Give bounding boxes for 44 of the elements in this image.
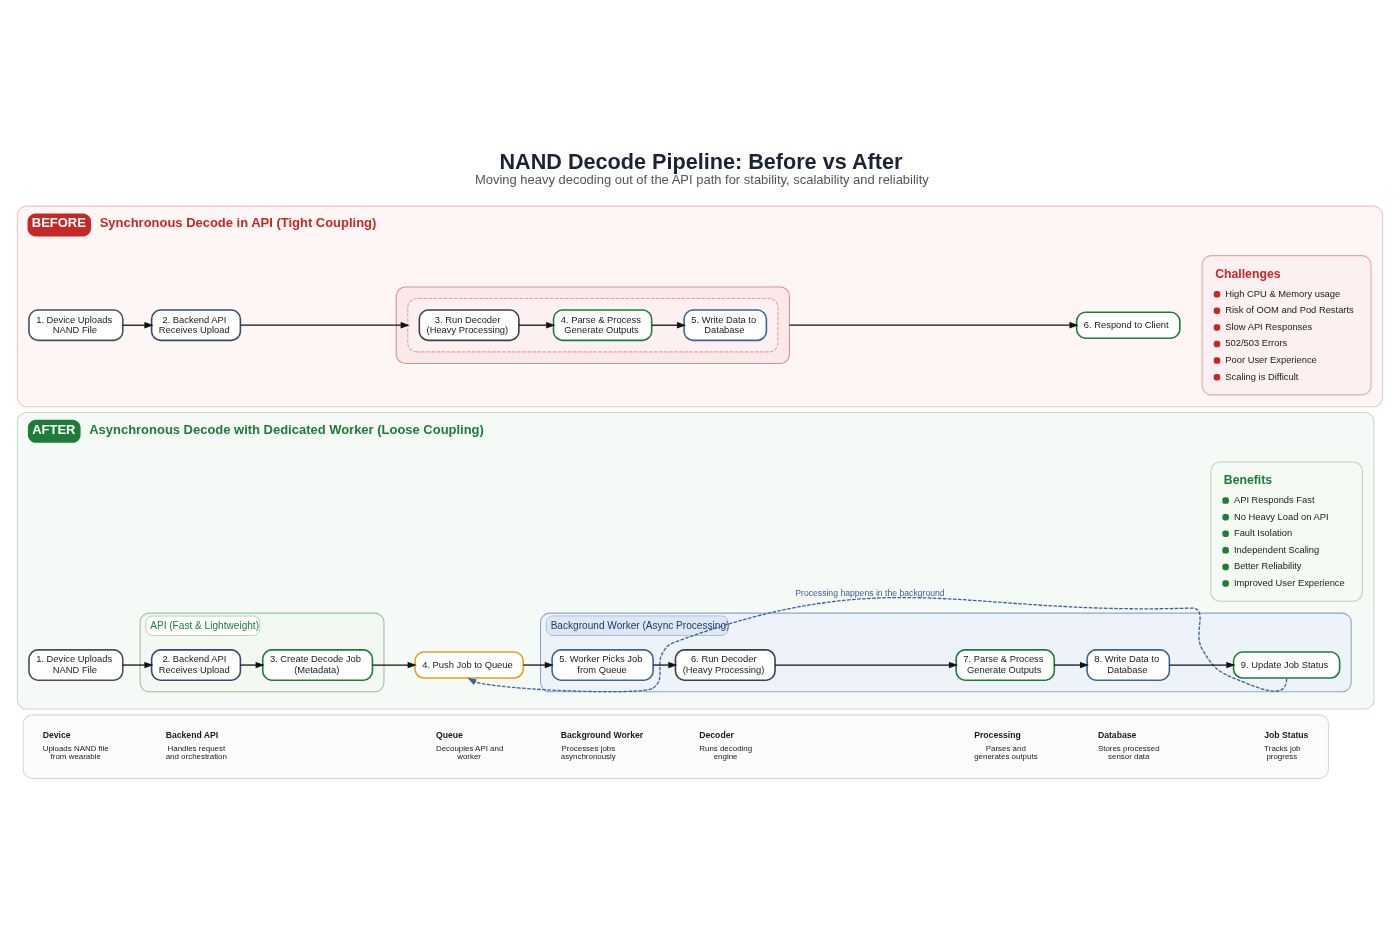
edge-label: Processing happens in the background	[795, 587, 945, 598]
arrow	[467, 596, 1288, 692]
node-box: 5. Worker Picks Job from Queue	[551, 648, 654, 681]
cluster	[395, 285, 790, 364]
node-box: 2. Backend API Receives Upload	[150, 648, 242, 681]
arrow	[1168, 661, 1236, 668]
node-box: Challenges High CPU & Memory usage Risk of OOM and Pod Restarts Slow API Responses 502/503 Errors Poor User Experience Scaling is Difficult	[1201, 254, 1372, 395]
node-text: Processing Parses and generates outputs	[974, 729, 1038, 761]
arrow	[522, 661, 554, 668]
node-box: 5. Write Data to Database	[683, 308, 768, 341]
arrow	[652, 661, 678, 668]
node-box: 6. Respond to Client	[1075, 310, 1181, 339]
arrow	[651, 321, 687, 328]
cluster	[407, 297, 779, 352]
node-text: Job Status Tracks job progress	[1264, 729, 1309, 761]
arrow	[122, 321, 154, 328]
node-box: 4. Push Job to Queue	[414, 650, 524, 679]
arrow	[239, 661, 265, 668]
node-text: Queue Decouples API and worker	[435, 729, 504, 761]
arrow	[122, 661, 154, 668]
node-box: 3. Create Decode Job (Metadata)	[261, 648, 374, 681]
node-box: 3. Run Decoder (Heavy Processing)	[418, 308, 520, 341]
node-box: 1. Device Uploads NAND File	[28, 648, 124, 681]
node-box: Benefits API Responds Fast No Heavy Load on API Fault Isolation Independent Scaling Better Reliability Improved User Experience	[1210, 460, 1363, 602]
node-box: 7. Parse & Process Generate Outputs	[955, 648, 1056, 681]
node-text: Background Worker Processes jobs asynchronously	[560, 729, 644, 761]
node-box: 1. Device Uploads NAND File	[28, 308, 124, 341]
diagram-title: NAND Decode Pipeline: Before vs After	[499, 148, 903, 174]
node-text: Decoder Runs decoding engine	[699, 729, 753, 761]
arrow	[788, 321, 1079, 328]
arrow	[774, 661, 959, 668]
arrow	[518, 321, 556, 328]
arrow	[1053, 661, 1090, 668]
arrow	[240, 321, 410, 328]
node-text: Database Stores processed sensor data	[1097, 729, 1160, 761]
cluster	[22, 713, 1329, 779]
node-box: 6. Run Decoder (Heavy Processing)	[674, 648, 776, 681]
arrow	[371, 661, 417, 668]
node-box: 9. Update Job Status	[1232, 650, 1341, 679]
node-box: 2. Backend API Receives Upload	[150, 308, 242, 341]
node-text: Device Uploads NAND file from wearable	[42, 729, 109, 761]
node-box: 8. Write Data to Database	[1086, 648, 1171, 681]
node-box: 4. Parse & Process Generate Outputs	[552, 308, 653, 341]
node-text: Backend API Handles request and orchestration	[165, 729, 227, 761]
